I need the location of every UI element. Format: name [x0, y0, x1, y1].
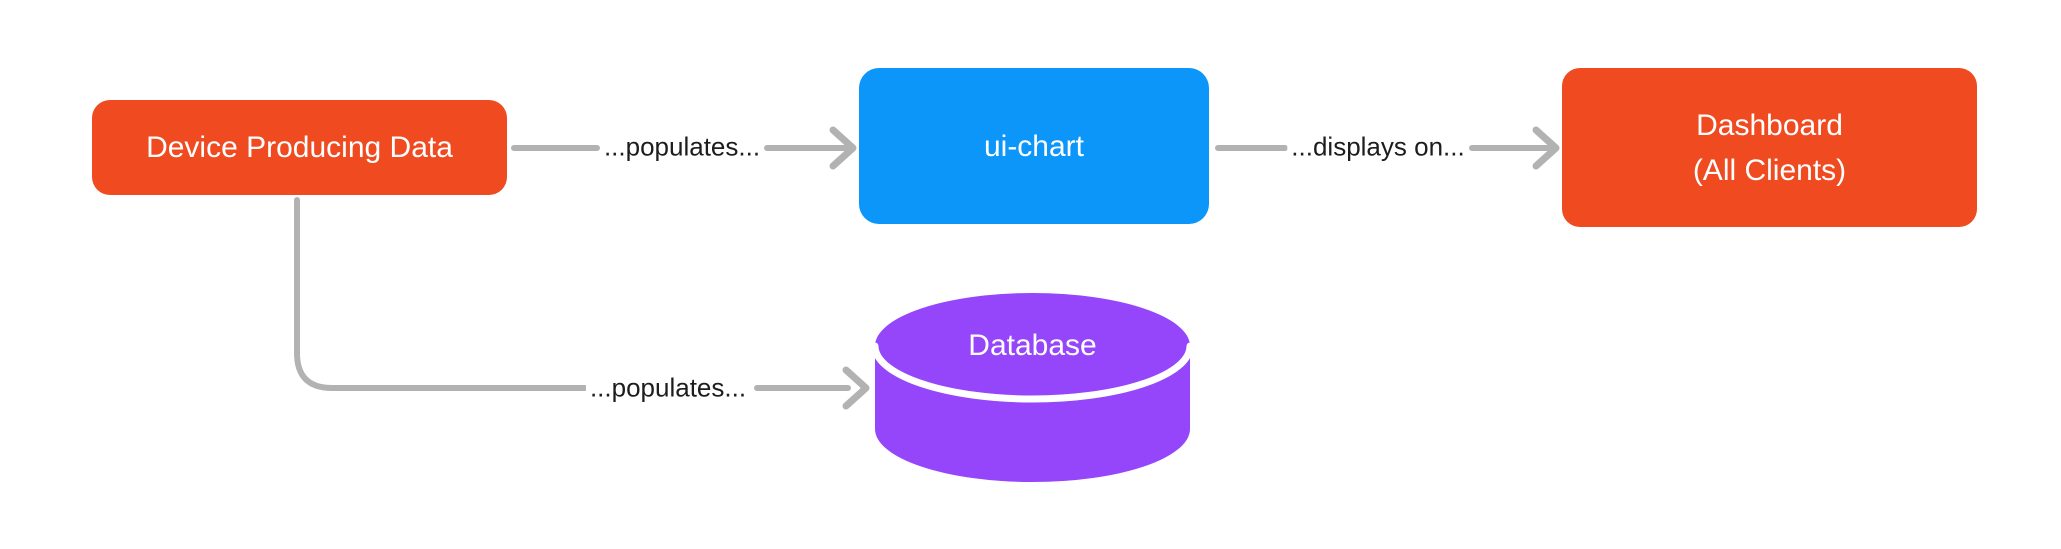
- edge-label-populates-top: ...populates...: [599, 131, 765, 163]
- node-ui-chart-label: ui-chart: [983, 129, 1085, 163]
- node-device-producing-data: Device Producing Data: [92, 100, 507, 195]
- arrowhead-icon: [842, 366, 870, 410]
- database-cylinder: [871, 293, 1194, 482]
- edge-label-displays-on: ...displays on...: [1287, 131, 1469, 163]
- arrowhead-icon: [829, 126, 857, 170]
- arrowhead-icon: [1532, 126, 1560, 170]
- edge-label-populates-bottom: ...populates...: [585, 372, 751, 404]
- node-ui-chart: ui-chart: [859, 68, 1209, 224]
- node-database-label-container: Database: [875, 293, 1190, 399]
- node-dashboard-label-line1: Dashboard: [1696, 108, 1843, 142]
- edge-uichart-to-dashboard: [1215, 126, 1560, 170]
- node-dashboard: Dashboard (All Clients): [1562, 68, 1977, 227]
- node-device-label: Device Producing Data: [146, 131, 453, 164]
- edge-elbow-segment: [294, 197, 593, 391]
- edge-device-to-database: [294, 197, 870, 410]
- cylinder-top-cap: [875, 293, 1190, 399]
- node-dashboard-label-line2: (All Clients): [1692, 153, 1847, 187]
- node-database-label: Database: [968, 329, 1097, 362]
- cylinder-divider: [871, 342, 1194, 403]
- edge-device-to-uichart: [511, 126, 857, 170]
- node-dashboard-label: Dashboard (All Clients): [1693, 103, 1846, 193]
